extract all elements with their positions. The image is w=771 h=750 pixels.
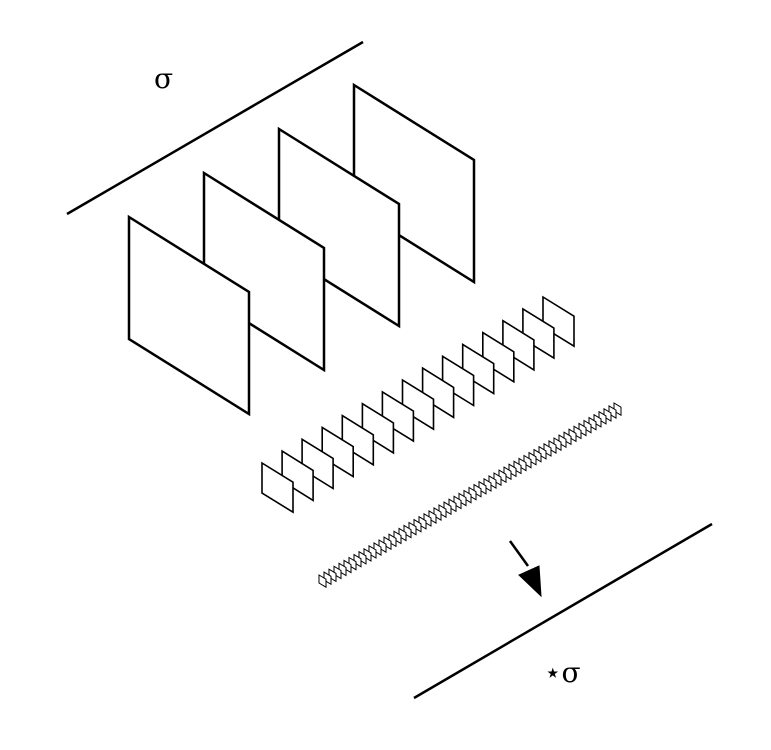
- small-frame: [598, 410, 607, 425]
- medium-frame: [421, 366, 455, 419]
- down-arrow-icon: [508, 540, 542, 598]
- small-frame: [318, 574, 327, 589]
- small-frame: [433, 507, 442, 521]
- large-frame: [127, 214, 251, 417]
- medium-frames-layer: [261, 295, 575, 514]
- small-frames-layer: [318, 402, 622, 589]
- medium-frame: [502, 319, 535, 372]
- small-frame: [338, 562, 347, 577]
- medium-frame: [321, 425, 355, 479]
- medium-frame: [381, 390, 415, 443]
- small-frame: [368, 544, 377, 559]
- medium-frame: [301, 437, 334, 490]
- large-frames-layer: [127, 82, 476, 417]
- large-frame: [202, 170, 326, 373]
- medium-frame: [542, 295, 575, 348]
- small-frame: [403, 524, 412, 539]
- large-frame: [352, 82, 476, 285]
- medium-frame: [522, 307, 555, 360]
- medium-frame: [281, 449, 314, 502]
- small-frame: [533, 448, 542, 463]
- medium-frame: [361, 402, 395, 455]
- medium-frame: [461, 342, 495, 396]
- top-sigma-label: σ: [154, 62, 173, 95]
- medium-frame: [481, 331, 515, 384]
- medium-frame: [401, 378, 435, 431]
- large-frame: [277, 126, 401, 329]
- medium-frame: [341, 414, 375, 467]
- top-boundary-line: [66, 40, 364, 216]
- bottom-boundary-line: [413, 522, 713, 700]
- medium-frame: [441, 354, 475, 407]
- bottom-star-sigma-label: ⋆σ: [544, 656, 581, 689]
- small-frame: [568, 428, 577, 443]
- medium-frame: [261, 461, 294, 514]
- small-frame: [503, 466, 512, 481]
- small-frame: [468, 486, 477, 501]
